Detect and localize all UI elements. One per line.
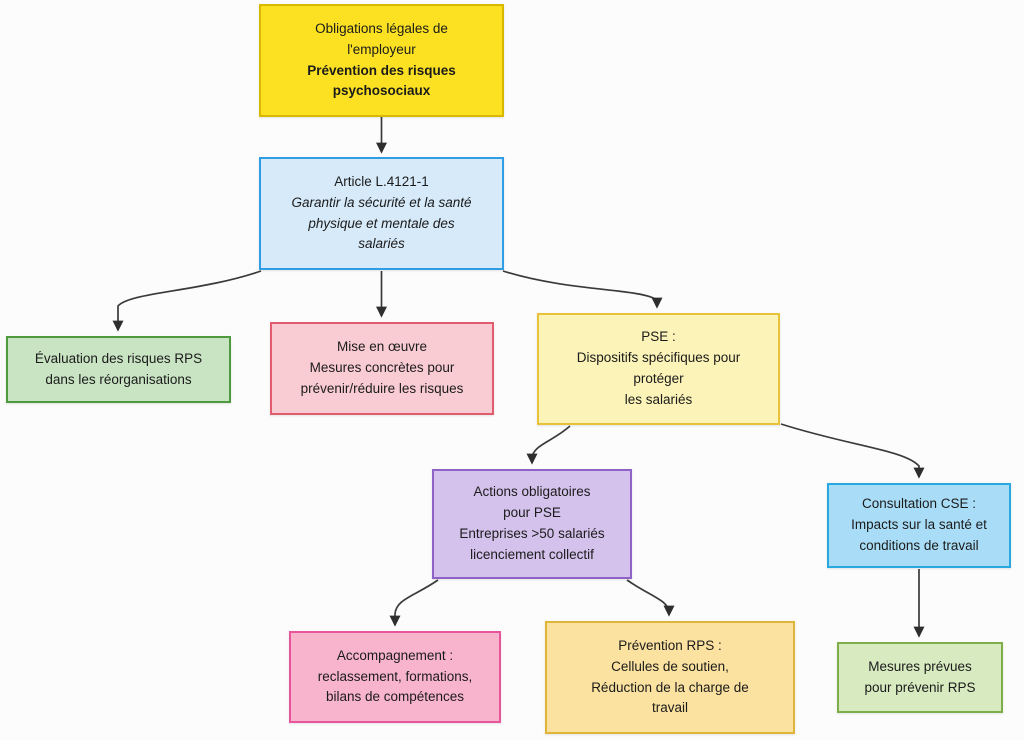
node-prevention-rps-line-3: Réduction de la charge de <box>591 679 749 695</box>
edge-article-to-pse <box>502 270 663 309</box>
node-actions-obligatoires-pse-line-3: Entreprises >50 salariés <box>459 526 605 541</box>
node-prevention-rps-line-1: Prévention RPS : <box>618 637 722 653</box>
node-pse-dispositifs-line-4: les salariés <box>624 391 693 407</box>
node-prevention-rps-line-2: Cellules de soutien, <box>611 658 729 674</box>
node-article-l4121-1-line-3: physique et mentale des <box>308 215 455 231</box>
node-accompagnement-line-1: Accompagnement : <box>336 647 454 663</box>
node-pse-dispositifs-line-3: protéger <box>633 371 684 386</box>
node-accompagnement-line-3: bilans de compétences <box>325 689 465 705</box>
node-obligations-legales-line-2: l'employeur <box>347 41 416 57</box>
node-mise-en-oeuvre-line-2: Mesures concrètes pour <box>309 360 455 376</box>
node-prevention-rps[interactable]: Prévention RPS : Cellules de soutien, Rédu… <box>545 621 795 734</box>
edge-pse-to-consultation <box>780 423 925 479</box>
node-mesures-prevues-line-2: pour prévenir RPS <box>864 679 976 695</box>
node-pse-dispositifs[interactable]: PSE : Dispositifs spécifiques pour protége… <box>537 313 780 425</box>
node-accompagnement-line-2: reclassement, formations, <box>317 668 473 684</box>
node-mesures-prevues[interactable]: Mesures prévues pour prévenir RPS <box>837 642 1003 713</box>
node-mesures-prevues-line-1: Mesures prévues <box>868 658 972 674</box>
node-obligations-legales-line-1: Obligations légales de <box>315 20 448 36</box>
node-article-l4121-1-line-4: salariés <box>358 236 405 252</box>
edge-actions-to-prevention <box>626 579 675 617</box>
node-consultation-cse-line-1: Consultation CSE : <box>861 496 977 512</box>
node-obligations-legales-line-3: Prévention des risques <box>307 62 456 78</box>
node-actions-obligatoires-pse[interactable]: Actions obligatoires pour PSE Entreprises … <box>432 469 632 579</box>
node-actions-obligatoires-pse-line-1: Actions obligatoires <box>473 484 591 500</box>
node-consultation-cse-line-2: Impacts sur la santé et <box>851 517 987 533</box>
edge-actions-to-accompagnement <box>389 579 439 627</box>
node-pse-dispositifs-line-2: Dispositifs spécifiques pour <box>576 350 741 366</box>
node-accompagnement[interactable]: Accompagnement : reclassement, formations… <box>289 631 501 723</box>
node-actions-obligatoires-pse-line-2: pour PSE <box>503 505 561 521</box>
node-article-l4121-1-line-1: Article L.4121-1 <box>334 173 429 189</box>
node-prevention-rps-line-4: travail <box>651 700 688 716</box>
node-evaluation-risques-rps[interactable]: Évaluation des risques RPS dans les réorg… <box>6 336 231 403</box>
node-consultation-cse[interactable]: Consultation CSE : Impacts sur la santé e… <box>827 483 1011 568</box>
node-consultation-cse-line-3: conditions de travail <box>859 537 979 553</box>
node-mise-en-oeuvre-line-3: prévenir/réduire les risques <box>300 380 464 396</box>
node-mise-en-oeuvre-line-1: Mise en œuvre <box>336 339 428 355</box>
edge-article-to-evaluation <box>112 270 262 332</box>
node-evaluation-risques-rps-line-1: Évaluation des risques RPS <box>34 350 203 366</box>
node-article-l4121-1-line-2: Garantir la sécurité et la santé <box>291 194 472 210</box>
node-obligations-legales-line-4: psychosociaux <box>332 83 431 99</box>
edge-pse-to-actions <box>526 425 571 465</box>
node-pse-dispositifs-line-1: PSE : <box>641 329 676 345</box>
node-actions-obligatoires-pse-line-4: licenciement collectif <box>470 546 594 562</box>
node-evaluation-risques-rps-line-2: dans les réorganisations <box>45 371 192 387</box>
